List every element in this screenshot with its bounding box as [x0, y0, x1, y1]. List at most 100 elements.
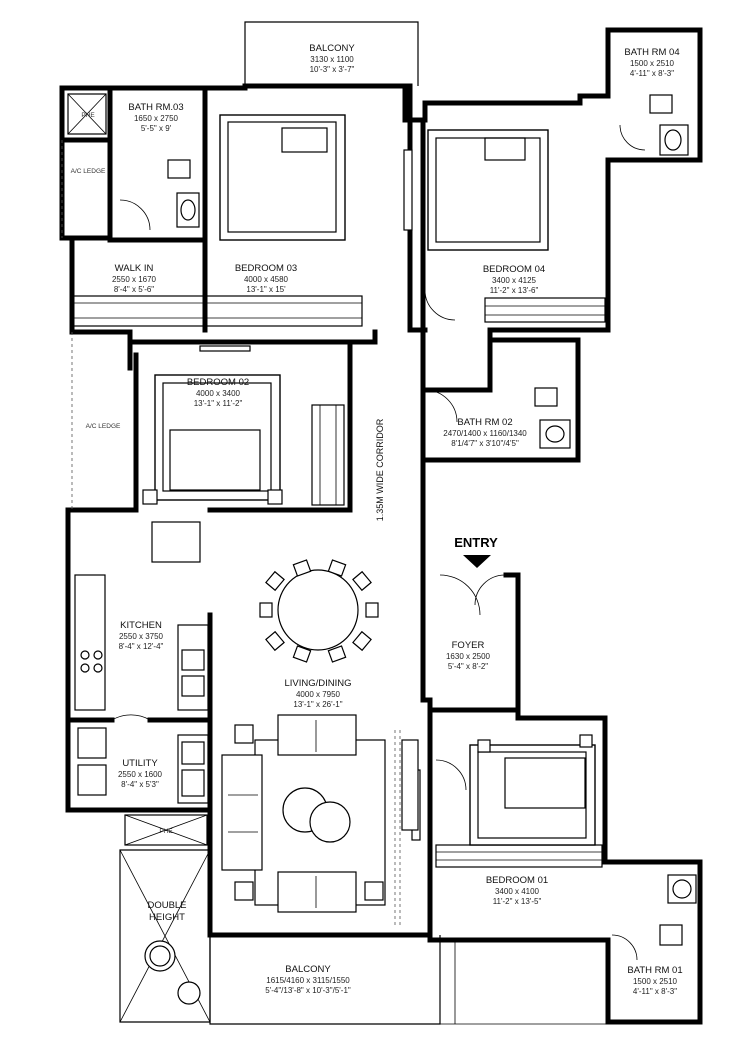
dining-set [259, 559, 379, 663]
room-bedroom-04: BEDROOM 04 3400 x 4125 11'-2" x 13'-6" [483, 264, 545, 295]
door-bath-02 [424, 389, 458, 423]
wall-walkin-top [59, 235, 208, 333]
wardrobe-bedroom-02 [311, 404, 345, 506]
dryer [77, 764, 107, 796]
svg-text:2550 x 1670: 2550 x 1670 [112, 275, 157, 284]
kitchen-counter-west [74, 574, 106, 711]
svg-text:13'-1" x 26'-1": 13'-1" x 26'-1" [293, 700, 342, 709]
room-living-dining: LIVING/DINING 4000 x 7950 13'-1" x 26'-1… [284, 678, 351, 709]
svg-text:FOYER: FOYER [452, 640, 485, 651]
door-bedroom-01 [435, 759, 467, 791]
wardrobe-bedroom-01 [435, 844, 603, 868]
utility-counter [177, 734, 209, 804]
svg-text:8'1/4'7" x 3'10"/4'5": 8'1/4'7" x 3'10"/4'5" [451, 439, 519, 448]
walls [59, 21, 703, 1025]
svg-text:KITCHEN: KITCHEN [120, 620, 162, 631]
wc-bath-04 [649, 94, 673, 114]
basin-bath-02-counter [539, 419, 571, 449]
bed-bedroom-01 [469, 744, 596, 846]
wall-bath-03 [59, 85, 208, 243]
wc-bath-03 [167, 159, 191, 179]
svg-text:BEDROOM 01: BEDROOM 01 [486, 875, 548, 886]
svg-text:1615/4160 x 3115/1550: 1615/4160 x 3115/1550 [266, 976, 350, 985]
ledges [61, 93, 608, 1025]
double-height-label: DOUBLE [147, 900, 186, 911]
double-height-label-2: HEIGHT [149, 912, 185, 923]
svg-text:1500 x 2510: 1500 x 2510 [630, 59, 675, 68]
ac-ledge-label-upper: A/C LEDGE [71, 168, 106, 175]
room-bedroom-01: BEDROOM 01 3400 x 4100 11'-2" x 13'-5" [486, 875, 548, 906]
wall-utility [65, 717, 213, 813]
wall-foyer-south [420, 572, 433, 943]
fixtures [167, 94, 697, 946]
svg-text:WALK IN: WALK IN [115, 263, 154, 274]
svg-text:1630 x 2500: 1630 x 2500 [446, 652, 491, 661]
entry-marker: ENTRY [454, 535, 498, 568]
corridor-label: 1.35M WIDE CORRIDOR [375, 418, 385, 521]
planter-small [177, 981, 201, 1005]
svg-text:BATH RM.03: BATH RM.03 [128, 102, 183, 113]
entry-arrow-icon [463, 555, 491, 568]
sliding-door-bedroom-03 [403, 149, 413, 231]
door-bath-01 [611, 934, 638, 961]
svg-text:5'-5" x 9': 5'-5" x 9' [141, 124, 172, 133]
room-balcony-bottom: BALCONY 1615/4160 x 3115/1550 5'-4"/13'-… [265, 964, 351, 995]
wc-bath-01 [659, 924, 683, 946]
svg-text:BALCONY: BALCONY [285, 964, 331, 975]
svg-text:8'-4" x 12'-4": 8'-4" x 12'-4" [119, 642, 164, 651]
wall-bath-02 [420, 337, 493, 393]
svg-text:11'-2" x 13'-6": 11'-2" x 13'-6" [490, 286, 539, 295]
sofa-left [221, 754, 263, 871]
svg-text:4000 x 4580: 4000 x 4580 [244, 275, 289, 284]
shaft-top [67, 93, 107, 135]
svg-text:BATH RM 04: BATH RM 04 [624, 47, 679, 58]
room-bedroom-03: BEDROOM 03 4000 x 4580 13'-1" x 15' [235, 263, 297, 294]
wall-corridor-west [207, 339, 353, 513]
shaft-label-top: PHE [81, 112, 95, 119]
svg-text:4'-11" x 8'-3": 4'-11" x 8'-3" [633, 987, 677, 996]
svg-text:3130 x 1100: 3130 x 1100 [310, 55, 354, 64]
svg-text:UTILITY: UTILITY [122, 758, 158, 769]
room-walk-in: WALK IN 2550 x 1670 8'-4" x 5'-6" [112, 263, 157, 294]
room-labels: BALCONY 3130 x 1100 10'-3" x 3'-7" BATH … [112, 43, 683, 996]
svg-text:11'-2" x 13'-5": 11'-2" x 13'-5" [493, 897, 542, 906]
room-bath-rm-01: BATH RM 01 1500 x 2510 4'-11" x 8'-3" [627, 965, 682, 996]
planter-large [144, 940, 176, 972]
door-bath-03 [119, 199, 151, 231]
svg-text:5'-4"/13'-8" x 10'-3"/5'-1": 5'-4"/13'-8" x 10'-3"/5'-1" [265, 986, 351, 995]
beds [142, 114, 596, 846]
svg-text:8'-4" x 5'-6": 8'-4" x 5'-6" [114, 285, 154, 294]
svg-text:8'-4" x 5'3": 8'-4" x 5'3" [121, 780, 159, 789]
wall-entry-east [503, 572, 521, 713]
wardrobe-bedroom-04 [484, 297, 606, 323]
wc-bath-02 [534, 387, 558, 407]
room-utility: UTILITY 2550 x 1600 8'-4" x 5'3" [118, 758, 163, 789]
entry-label: ENTRY [454, 535, 498, 550]
svg-text:BALCONY: BALCONY [309, 43, 355, 54]
svg-text:13'-1" x 11'-2": 13'-1" x 11'-2" [194, 399, 243, 408]
bed-bedroom-04 [427, 129, 549, 251]
room-kitchen: KITCHEN 2550 x 3750 8'-4" x 12'-4" [119, 620, 164, 651]
svg-text:BEDROOM 03: BEDROOM 03 [235, 263, 297, 274]
svg-text:4000 x 7950: 4000 x 7950 [296, 690, 341, 699]
tv-unit [401, 739, 419, 831]
room-bedroom-02: BEDROOM 02 4000 x 3400 13'-1" x 11'-2" [187, 377, 249, 408]
balcony-top-outline [244, 21, 419, 86]
svg-text:10'-3" x 3'-7": 10'-3" x 3'-7" [310, 65, 355, 74]
room-foyer: FOYER 1630 x 2500 5'-4" x 8'-2" [446, 640, 491, 671]
balcony-bottom-outline [209, 935, 441, 1025]
door-entry [439, 574, 506, 616]
kitchen-fittings [74, 521, 209, 804]
svg-text:5'-4" x 8'-2": 5'-4" x 8'-2" [448, 662, 488, 671]
svg-text:3400 x 4100: 3400 x 4100 [495, 887, 540, 896]
svg-text:2550 x 1600: 2550 x 1600 [118, 770, 163, 779]
dining-table [277, 569, 359, 651]
svg-text:2470/1400 x 1160/1340: 2470/1400 x 1160/1340 [443, 429, 527, 438]
svg-text:13'-1" x 15': 13'-1" x 15' [246, 285, 286, 294]
svg-text:BATH RM 02: BATH RM 02 [457, 417, 512, 428]
ac-ledge-label-mid: A/C LEDGE [86, 423, 121, 430]
room-bath-rm-04: BATH RM 04 1500 x 2510 4'-11" x 8'-3" [624, 47, 679, 78]
room-bath-rm-03: BATH RM.03 1650 x 2750 5'-5" x 9' [128, 102, 183, 133]
room-bath-rm-02: BATH RM 02 2470/1400 x 1160/1340 8'1/4'7… [443, 417, 527, 448]
